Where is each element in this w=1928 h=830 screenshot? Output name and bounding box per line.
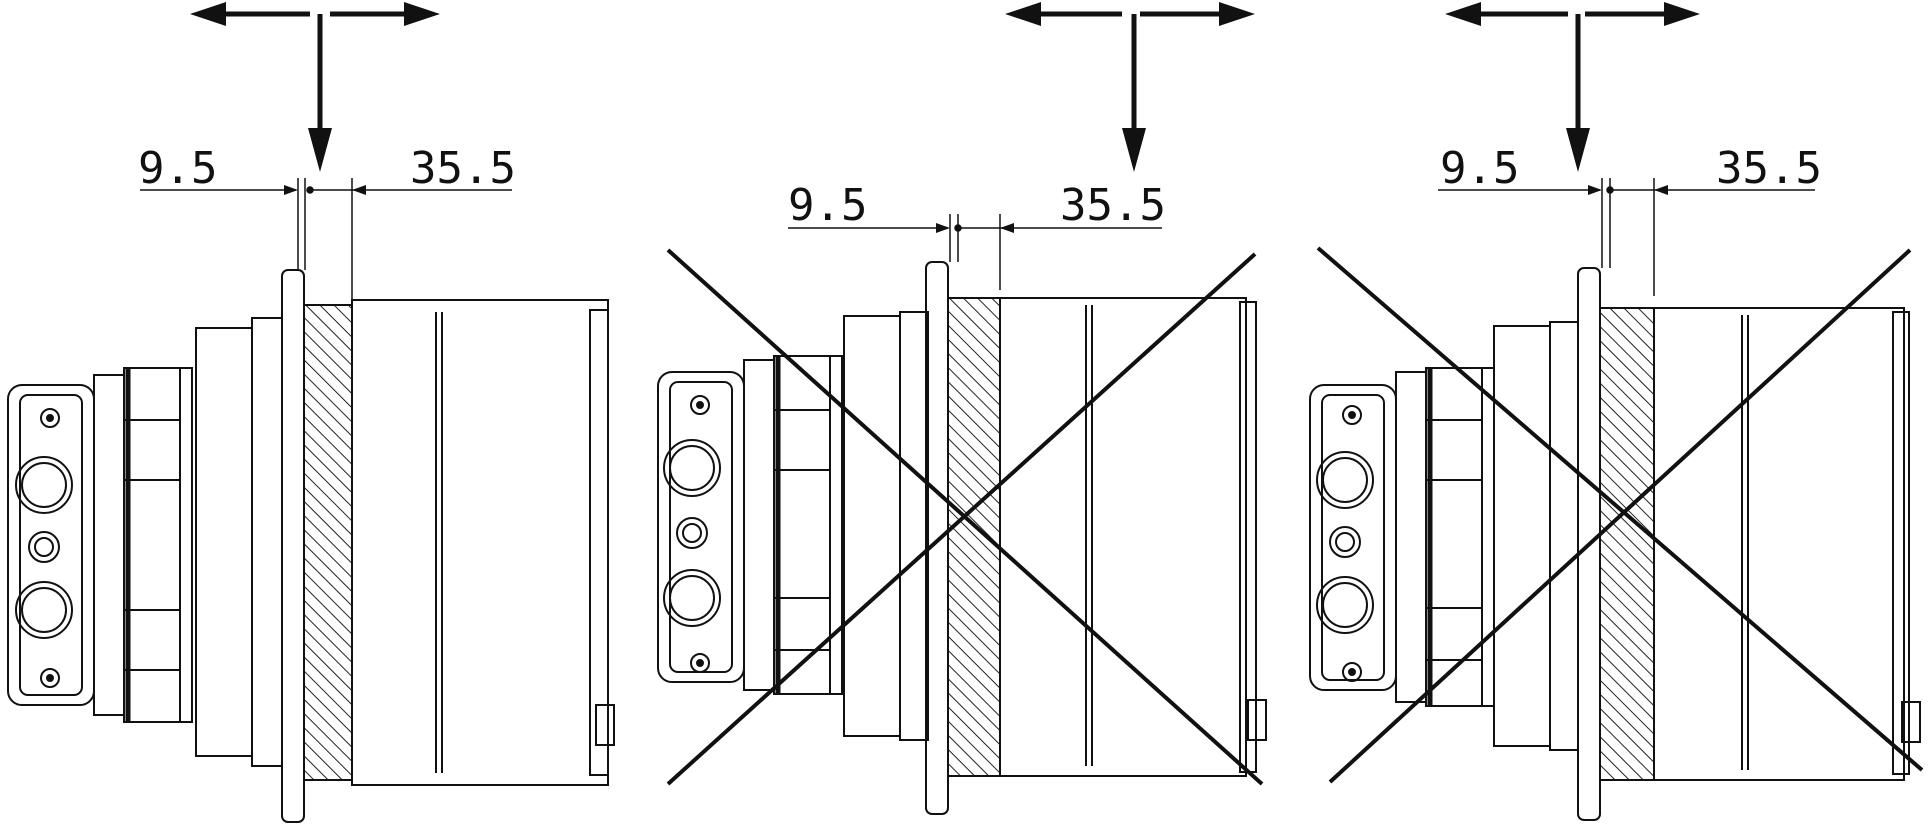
load-arrows <box>1005 2 1255 172</box>
cross-out-mark <box>666 248 1264 786</box>
load-arrows <box>1445 2 1700 172</box>
load-arrows <box>190 2 440 172</box>
motor-body <box>1309 267 1921 821</box>
figure-correct: 9.5 35.5 <box>7 2 615 823</box>
dim-right-label: 35.5 <box>1060 180 1166 231</box>
figure-wrong-a: 9.5 35.5 <box>657 2 1267 815</box>
figure-wrong-b: 9.5 35.5 <box>1309 2 1924 821</box>
dim-left-label: 9.5 <box>788 180 867 231</box>
dimension-lines <box>140 178 512 300</box>
motor-body <box>7 269 615 823</box>
motor-body <box>657 261 1267 815</box>
dimension-lines <box>1438 178 1815 296</box>
dimension-lines <box>788 214 1162 290</box>
dim-right-label: 35.5 <box>1716 143 1822 194</box>
dim-left-label: 9.5 <box>1440 143 1519 194</box>
cross-out-mark <box>1316 246 1924 784</box>
dim-left-label: 9.5 <box>138 143 217 194</box>
dim-right-label: 35.5 <box>410 143 516 194</box>
